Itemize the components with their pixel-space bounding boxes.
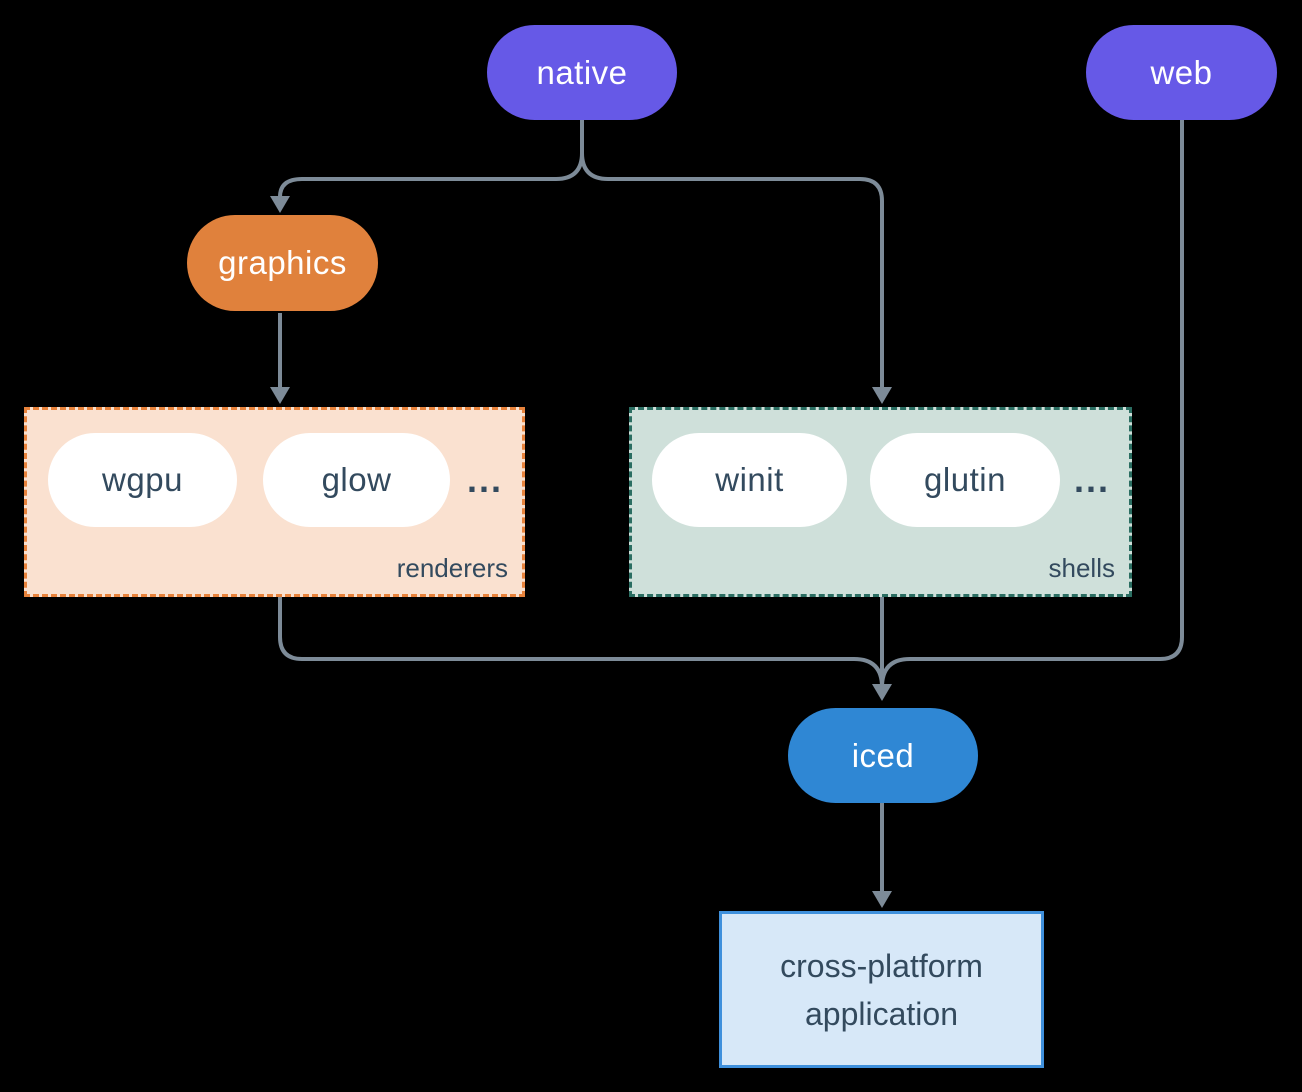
arrowhead-into-application — [872, 891, 892, 908]
node-glow: glow — [263, 433, 450, 527]
arrowhead-into-iced — [872, 684, 892, 701]
node-winit: winit — [652, 433, 847, 527]
node-glutin: glutin — [870, 433, 1060, 527]
node-wgpu: wgpu — [48, 433, 237, 527]
arrowhead-into-renderers — [270, 387, 290, 404]
application-label-line1: cross-platform — [780, 947, 983, 984]
node-iced: iced — [788, 708, 978, 803]
group-label-renderers: renderers — [396, 553, 508, 583]
arrowhead-into-graphics — [270, 196, 290, 213]
node-native: native — [487, 25, 677, 120]
edge-native-graphics — [278, 120, 584, 198]
node-graphics: graphics — [187, 215, 378, 311]
edge-renderers-iced — [278, 597, 884, 688]
node-web: web — [1086, 25, 1277, 120]
node-cross-platform-application: cross-platform application — [719, 911, 1044, 1068]
renderers-ellipsis: ... — [466, 459, 503, 500]
application-label-line2: application — [805, 995, 958, 1032]
shells-ellipsis: ... — [1073, 459, 1110, 500]
group-renderers: wgpu glow ... renderers — [24, 407, 525, 597]
group-label-shells: shells — [1048, 553, 1115, 583]
arrowhead-into-shells — [872, 387, 892, 404]
edge-native-shells — [580, 120, 884, 387]
group-shells: winit glutin ... shells — [629, 407, 1132, 597]
edge-web-iced — [880, 120, 1184, 688]
